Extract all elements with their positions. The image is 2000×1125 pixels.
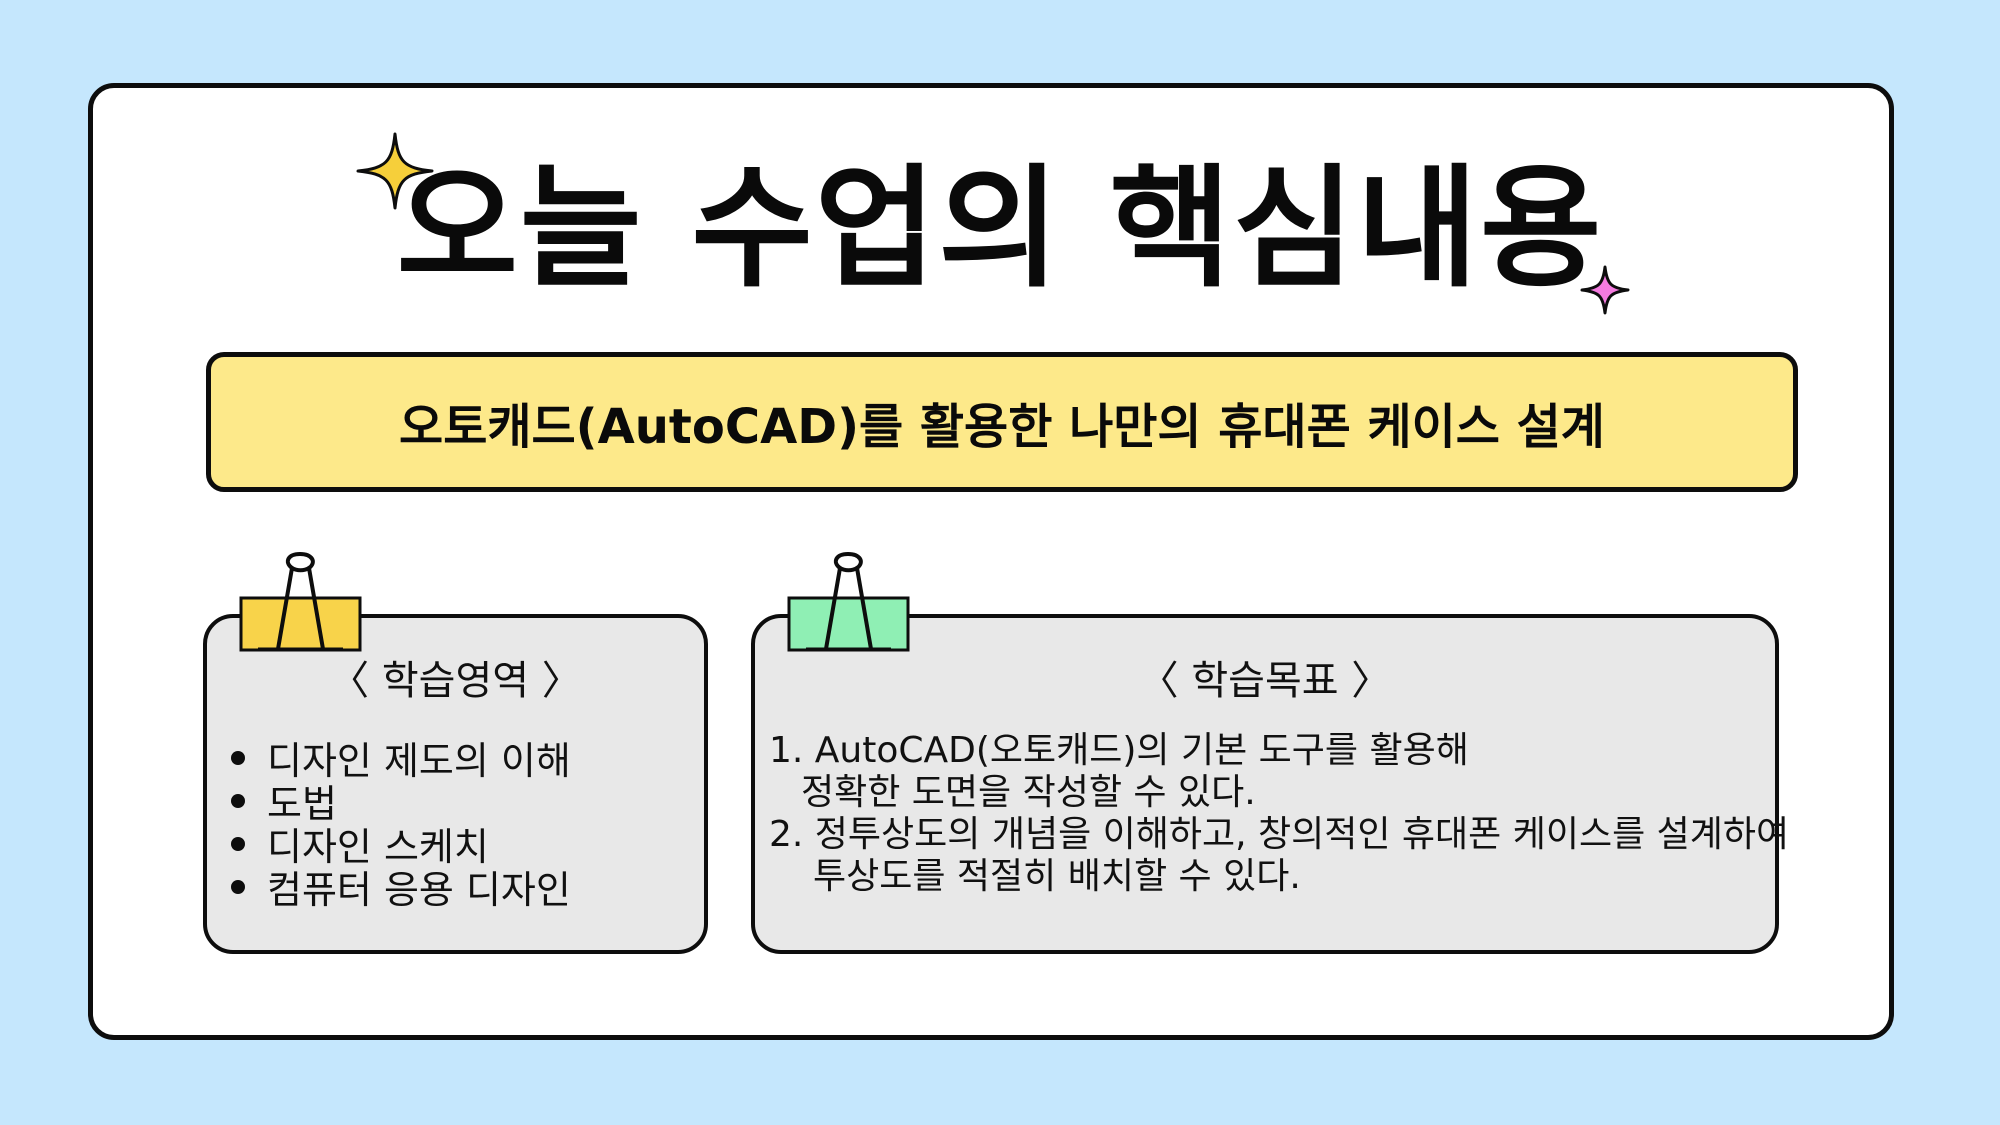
- list-item: 도법: [225, 779, 571, 826]
- goal-line: 1. AutoCAD(오토캐드)의 기본 도구를 활용해: [769, 730, 1469, 771]
- learning-area-box: 〈 학습영역 〉 디자인 제도의 이해 도법 디자인 스케치 컴퓨터 응용 디자…: [203, 614, 708, 954]
- learning-area-heading: 〈 학습영역 〉: [329, 658, 582, 704]
- goal-line: 정확한 도면을 작성할 수 있다.: [801, 772, 1256, 813]
- bullet-icon: [231, 750, 245, 765]
- goal-line: 투상도를 적절히 배치할 수 있다.: [813, 856, 1301, 897]
- lesson-topic-banner: 오토캐드(AutoCAD)를 활용한 나만의 휴대폰 케이스 설계: [206, 352, 1798, 492]
- sparkle-icon-yellow: [356, 132, 434, 210]
- learning-goals-heading: 〈 학습목표 〉: [1138, 658, 1392, 704]
- binder-clip-icon-green: [787, 552, 910, 652]
- bullet-icon: [231, 793, 245, 808]
- lesson-topic-text: 오토캐드(AutoCAD)를 활용한 나만의 휴대폰 케이스 설계: [399, 399, 1605, 455]
- learning-goals-box: 〈 학습목표 〉 1. AutoCAD(오토캐드)의 기본 도구를 활용해 정확…: [751, 614, 1789, 954]
- binder-clip-icon-yellow: [239, 552, 362, 652]
- bullet-icon: [231, 836, 245, 851]
- list-item: 컴퓨터 응용 디자인: [225, 865, 571, 912]
- list-item: 디자인 스케치: [225, 822, 571, 869]
- learning-goals-text: 1. AutoCAD(오토캐드)의 기본 도구를 활용해 정확한 도면을 작성할…: [769, 730, 1789, 898]
- bullet-icon: [231, 879, 245, 894]
- learning-area-list: 디자인 제도의 이해 도법 디자인 스케치 컴퓨터 응용 디자인: [225, 736, 571, 912]
- page-title: 오늘 수업의 핵심내용: [396, 152, 1604, 306]
- sparkle-icon-pink: [1580, 265, 1630, 315]
- goal-line: 2. 정투상도의 개념을 이해하고, 창의적인 휴대폰 케이스를 설계하여: [769, 814, 1790, 855]
- list-item: 디자인 제도의 이해: [225, 736, 571, 783]
